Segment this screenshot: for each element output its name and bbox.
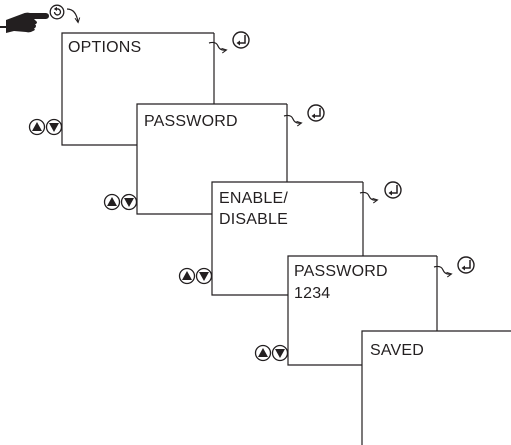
enter-return-icon: [208, 31, 250, 50]
menu-step-password-value: PASSWORD 1234: [287, 255, 438, 366]
menu-step-password-value-label-line-2: 1234: [294, 285, 330, 302]
up-down-arrow-buttons-icon: [254, 344, 289, 362]
menu-step-password-label: PASSWORD: [144, 113, 238, 130]
curved-flow-arrow-icon: [66, 8, 78, 22]
step-frame: [361, 330, 511, 445]
step-frame: [211, 181, 363, 296]
pointing-hand-back-icon: [0, 12, 49, 33]
menu-step-saved-label: SAVED: [370, 342, 424, 359]
menu-step-options-label: OPTIONS: [68, 39, 141, 56]
menu-step-password: PASSWORD: [136, 103, 288, 215]
menu-step-enable-disable-label-line-2: DISABLE: [219, 211, 288, 228]
curved-flow-arrow-icon: [283, 114, 301, 123]
curved-flow-arrow-icon: [359, 191, 377, 200]
enter-return-icon: [433, 256, 475, 274]
curved-flow-arrow-icon: [208, 41, 226, 50]
menu-step-options: OPTIONS: [61, 32, 215, 146]
up-down-arrow-buttons-icon: [103, 193, 138, 211]
menu-step-saved: SAVED: [361, 330, 511, 445]
enter-return-icon: [359, 181, 402, 200]
menu-step-enable-disable: ENABLE/ DISABLE: [211, 181, 364, 296]
step-frame: [136, 103, 287, 215]
menu-step-enable-disable-label-line-1: ENABLE/: [219, 190, 288, 207]
up-down-arrow-buttons-icon: [178, 267, 213, 285]
up-down-arrow-buttons-icon: [28, 118, 63, 136]
menu-step-password-value-label-line-1: PASSWORD: [294, 263, 388, 280]
step-frame: [61, 32, 214, 146]
back-circle-icon: [49, 4, 65, 20]
curved-flow-arrow-icon: [433, 265, 451, 274]
enter-return-icon: [283, 104, 325, 123]
step-frame: [287, 255, 437, 366]
